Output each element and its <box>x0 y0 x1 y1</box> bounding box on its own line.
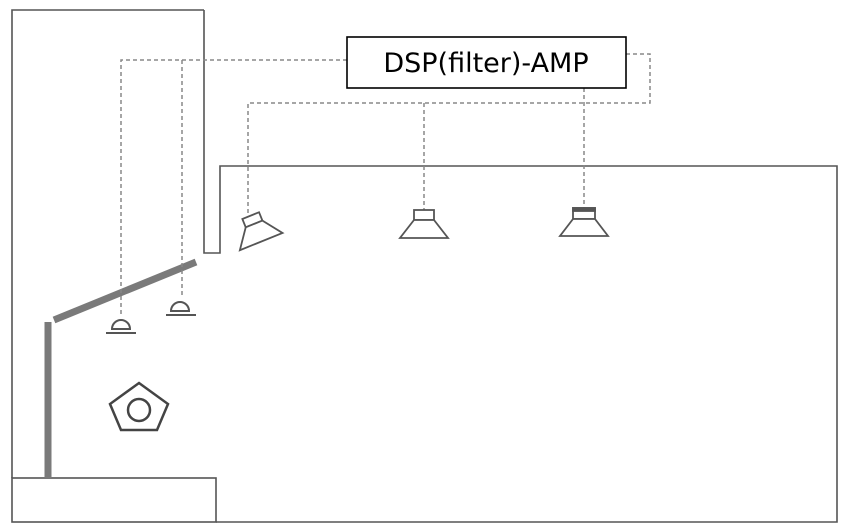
microphone-icon <box>166 301 196 316</box>
mic-2-head <box>169 301 191 312</box>
speaker-1-cone <box>238 219 285 252</box>
speaker-2-body <box>413 209 435 221</box>
wire-to-mic-1 <box>120 59 347 316</box>
speaker-3-cone <box>558 218 610 237</box>
dsp-amp-box-frame <box>346 36 627 89</box>
duct-wall-left <box>203 10 838 523</box>
wire-box-right <box>247 53 651 214</box>
pentagon-inner-circle <box>126 397 152 423</box>
bottom-base-block <box>11 477 217 523</box>
pentagon-outline <box>108 381 170 432</box>
dsp-amp-box: DSP(filter)-AMP <box>346 36 627 89</box>
speaker-2-cone <box>398 219 450 239</box>
speaker-icon <box>398 209 450 239</box>
barrier-walls <box>44 258 198 478</box>
dsp-amp-label: DSP(filter)-AMP <box>383 48 588 79</box>
mic-1-head <box>110 319 132 330</box>
pentagon-source-icon <box>108 381 170 432</box>
speaker-3-band <box>572 207 596 212</box>
speaker-icon <box>558 207 610 237</box>
microphone-icon <box>106 319 136 334</box>
left-room-outline <box>11 9 204 478</box>
slanted-barrier <box>52 258 198 324</box>
speaker-icon <box>238 211 285 252</box>
signal-wiring <box>120 53 651 316</box>
enclosure-outline <box>11 9 838 523</box>
